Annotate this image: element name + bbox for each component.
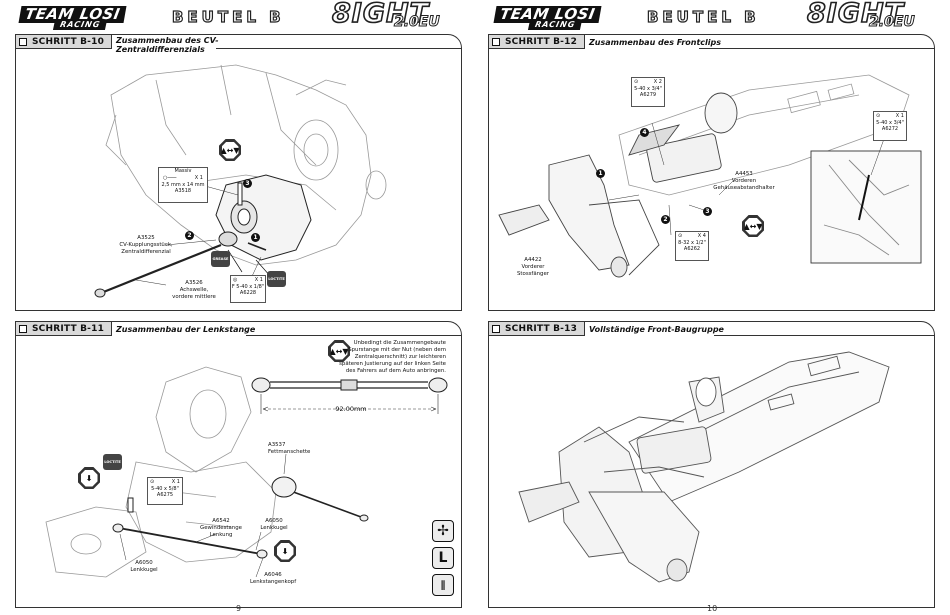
screw-callout-b10: ◎X 1 F 5-40 x 1/8" A6228 xyxy=(230,275,266,303)
page-header-right: TEAM LOSI RACING BEUTEL B 8IGHT 2.0EU xyxy=(475,0,950,34)
top-screw-part: A6279 xyxy=(639,92,657,98)
step-number-4: 4 xyxy=(640,128,649,137)
step-number-1: 1 xyxy=(596,169,605,178)
steering-link-drawing xyxy=(45,366,448,578)
direction-sign-icon: ▲↔▼ xyxy=(219,139,241,161)
screw-callout-b11: ⊙X 1 5-40 x 5/8" A6275 xyxy=(147,477,183,505)
left-side-icon: L xyxy=(432,547,454,569)
inset-screw-size: 5-40 x 3/4" xyxy=(876,120,904,126)
step-b13-tag: SCHRITT B-13 xyxy=(489,322,585,336)
step-b12-panel: SCHRITT B-12 Zusammenbau des Frontclips xyxy=(488,34,935,311)
boot-label: A3537 Fettmanschette xyxy=(268,442,311,455)
pin-qty: X 1 xyxy=(194,175,203,181)
grease-label: GREASE xyxy=(212,257,229,261)
pin-size: 2,5 mm x 14 mm xyxy=(161,182,205,188)
step-number-3: 3 xyxy=(243,179,252,188)
brand-sub: RACING xyxy=(52,20,108,30)
move-icon: ✢ xyxy=(432,520,454,542)
threaded-rod-label: A6542 Gewindestange Lenkung xyxy=(200,518,242,538)
loctite-label-b11: LOCTITE xyxy=(104,460,121,464)
step-b12-label: SCHRITT B-12 xyxy=(505,37,578,47)
screw-callout-top: ⊙X 2 5-40 x 3/4" A6279 xyxy=(631,77,665,107)
loctite-tube-icon: LOCTITE xyxy=(267,271,286,287)
screw-qty-b11: X 1 xyxy=(171,479,180,485)
step-b11-title: Zusammenbau der Lenkstange xyxy=(116,325,256,334)
right-page: TEAM LOSI RACING BEUTEL B 8IGHT 2.0EU SC… xyxy=(475,0,950,615)
ball-left-label: A6050 Lenkkugel xyxy=(130,560,158,573)
team-losi-logo: TEAM LOSI RACING xyxy=(493,4,617,32)
team-losi-logo: TEAM LOSI RACING xyxy=(18,4,142,32)
loctite-tube-icon: LOCTITE xyxy=(103,454,122,470)
step-b13-panel: SCHRITT B-13 Vollständige Front-Baugrupp… xyxy=(488,321,935,608)
step-b13-title: Vollständige Front-Baugruppe xyxy=(589,325,724,334)
pin-callout: Massiv ○─── X 1 2,5 mm x 14 mm A3518 xyxy=(158,167,208,203)
left-page: TEAM LOSI RACING BEUTEL B 8IGHT 2.0EU SC… xyxy=(0,0,475,613)
step-b10-panel: SCHRITT B-10 Zusammenbau des CV- Zentral… xyxy=(15,34,462,311)
direction-sign-icon: ▲↔▼ xyxy=(328,340,350,362)
ball-right-label: A6050 Lenkkugel xyxy=(260,518,288,531)
step-number-3: 3 xyxy=(703,207,712,216)
orientation-note: Unbedingt die Zusammengebaute Spurstange… xyxy=(339,340,446,374)
parallel-icon: ∥ xyxy=(432,574,454,596)
bottom-screw-qty: X 4 xyxy=(697,233,706,239)
step-b10-label: SCHRITT B-10 xyxy=(32,37,105,47)
coupler-label: A3525 CV-Kupplungsstück, Zentraldifferen… xyxy=(119,235,173,255)
spacer-label: A4453 Vorderen Gehäuseabstandhalter xyxy=(713,171,775,191)
grease-tube-icon: GREASE xyxy=(211,251,230,267)
screw-part-b10: A6228 xyxy=(239,290,257,296)
step-number-1: 1 xyxy=(251,233,260,242)
bumper-label: A4422 Vorderer Stossfänger xyxy=(516,257,550,277)
push-down-icon: ⬇ xyxy=(274,540,296,562)
screw-callout-bottom: ⊙X 4 8-32 x 1/2" A6262 xyxy=(675,231,709,261)
step-b12-tag: SCHRITT B-12 xyxy=(489,35,585,49)
loctite-label-b10: LOCTITE xyxy=(268,277,285,281)
axle-label: A3526 Achswelle, vordere mittlere xyxy=(172,280,216,300)
pin-part: A3518 xyxy=(174,188,192,194)
step-b10-tag: SCHRITT B-10 xyxy=(16,35,112,49)
front-assembly-drawing xyxy=(518,351,890,583)
step-b13-label: SCHRITT B-13 xyxy=(505,324,578,334)
bag-label: BEUTEL B xyxy=(171,7,285,26)
screw-qty-b10: X 1 xyxy=(254,277,263,283)
product-logo: 8IGHT xyxy=(331,0,430,30)
front-clip-drawing xyxy=(498,74,922,278)
page-header: TEAM LOSI RACING BEUTEL B 8IGHT 2.0EU xyxy=(0,0,475,34)
screw-part-b11: A6275 xyxy=(156,492,174,498)
step-number-2: 2 xyxy=(185,231,194,240)
product-suffix-right: 2.0EU xyxy=(869,14,916,31)
top-screw-size: 5-40 x 3/4" xyxy=(634,86,662,92)
page-number-right: 10 xyxy=(707,604,718,613)
step-b11-panel: SCHRITT B-11 Zusammenbau der Lenkstange xyxy=(15,321,462,608)
step-b11-label: SCHRITT B-11 xyxy=(32,324,105,334)
step-b12-title: Zusammenbau des Frontclips xyxy=(589,38,722,47)
inset-screw-part: A6272 xyxy=(881,126,899,132)
screw-callout-inset: ⊙X 1 5-40 x 3/4" A6272 xyxy=(873,111,907,141)
center-diff-drawing xyxy=(94,64,387,298)
direction-sign-icon: ▲↔▼ xyxy=(742,215,764,237)
rod-end-label: A6046 Lenkstangenkopf xyxy=(250,572,297,585)
screw-size-b10: F 5-40 x 1/8" xyxy=(231,284,265,290)
product-suffix: 2.0EU xyxy=(394,14,441,31)
step-b11-tag: SCHRITT B-11 xyxy=(16,322,112,336)
inset-screw-qty: X 1 xyxy=(895,113,904,119)
step-b10-title: Zusammenbau des CV- Zentraldifferenzials xyxy=(116,36,219,54)
rod-length: 92.00mm xyxy=(335,405,367,413)
step-number-2: 2 xyxy=(661,215,670,224)
bag-label-right: BEUTEL B xyxy=(646,7,760,26)
page-number-left: 9 xyxy=(236,604,242,613)
bottom-screw-part: A6262 xyxy=(683,246,701,252)
top-screw-qty: X 2 xyxy=(653,79,662,85)
pin-massiv: Massiv xyxy=(174,168,192,174)
bottom-screw-size: 8-32 x 1/2" xyxy=(678,240,706,246)
product-logo-right: 8IGHT xyxy=(806,0,905,30)
screw-size-b11: 5-40 x 5/8" xyxy=(151,486,179,492)
push-down-icon: ⬇ xyxy=(78,467,100,489)
brand-sub-right: RACING xyxy=(527,20,583,30)
